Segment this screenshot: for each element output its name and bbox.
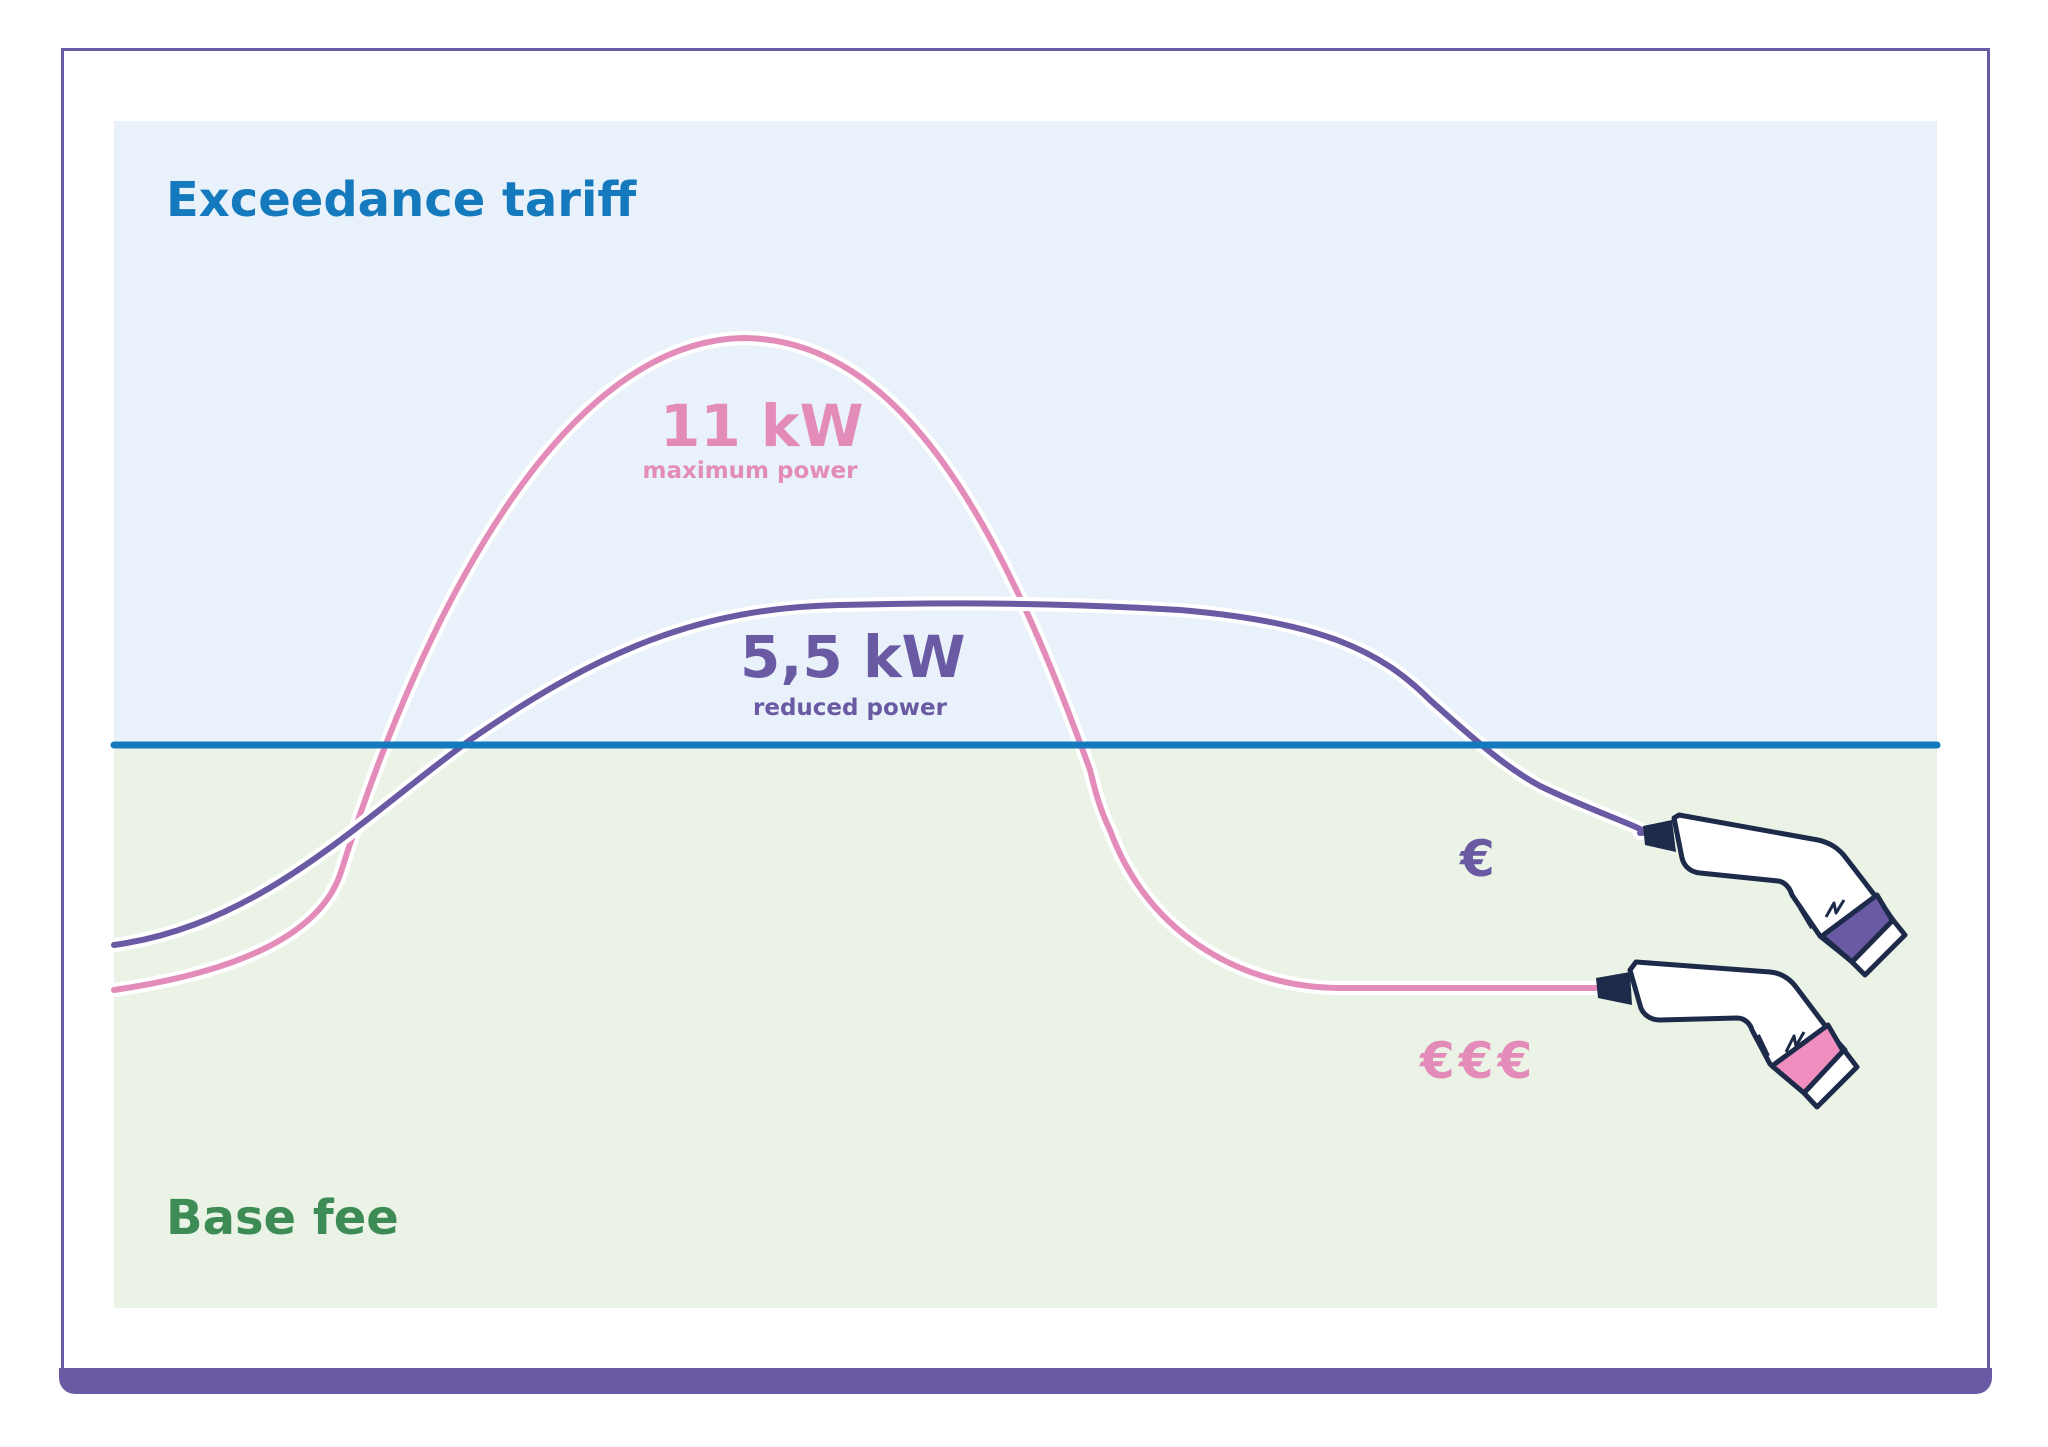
figure-frame bbox=[61, 48, 1990, 1384]
high-cost-indicator: €€€ bbox=[1420, 1032, 1537, 1090]
maximum-power-value: 11 kW bbox=[660, 392, 864, 460]
low-cost-indicator: € bbox=[1460, 830, 1495, 888]
reduced-power-curve bbox=[111, 600, 1647, 948]
reduced-power-value: 5,5 kW bbox=[740, 623, 966, 691]
charging-plug-icon bbox=[1643, 812, 1908, 978]
base-fee-label: Base fee bbox=[166, 1190, 399, 1246]
exceedance-zone bbox=[114, 121, 1937, 745]
charging-plug-icon bbox=[1596, 959, 1860, 1110]
reduced-power-caption: reduced power bbox=[753, 695, 947, 721]
frame-bottom-bar bbox=[59, 1368, 1992, 1394]
exceedance-tariff-label: Exceedance tariff bbox=[166, 172, 637, 228]
maximum-power-curve bbox=[111, 334, 1599, 993]
maximum-power-caption: maximum power bbox=[642, 458, 858, 484]
base-zone bbox=[114, 745, 1937, 1308]
